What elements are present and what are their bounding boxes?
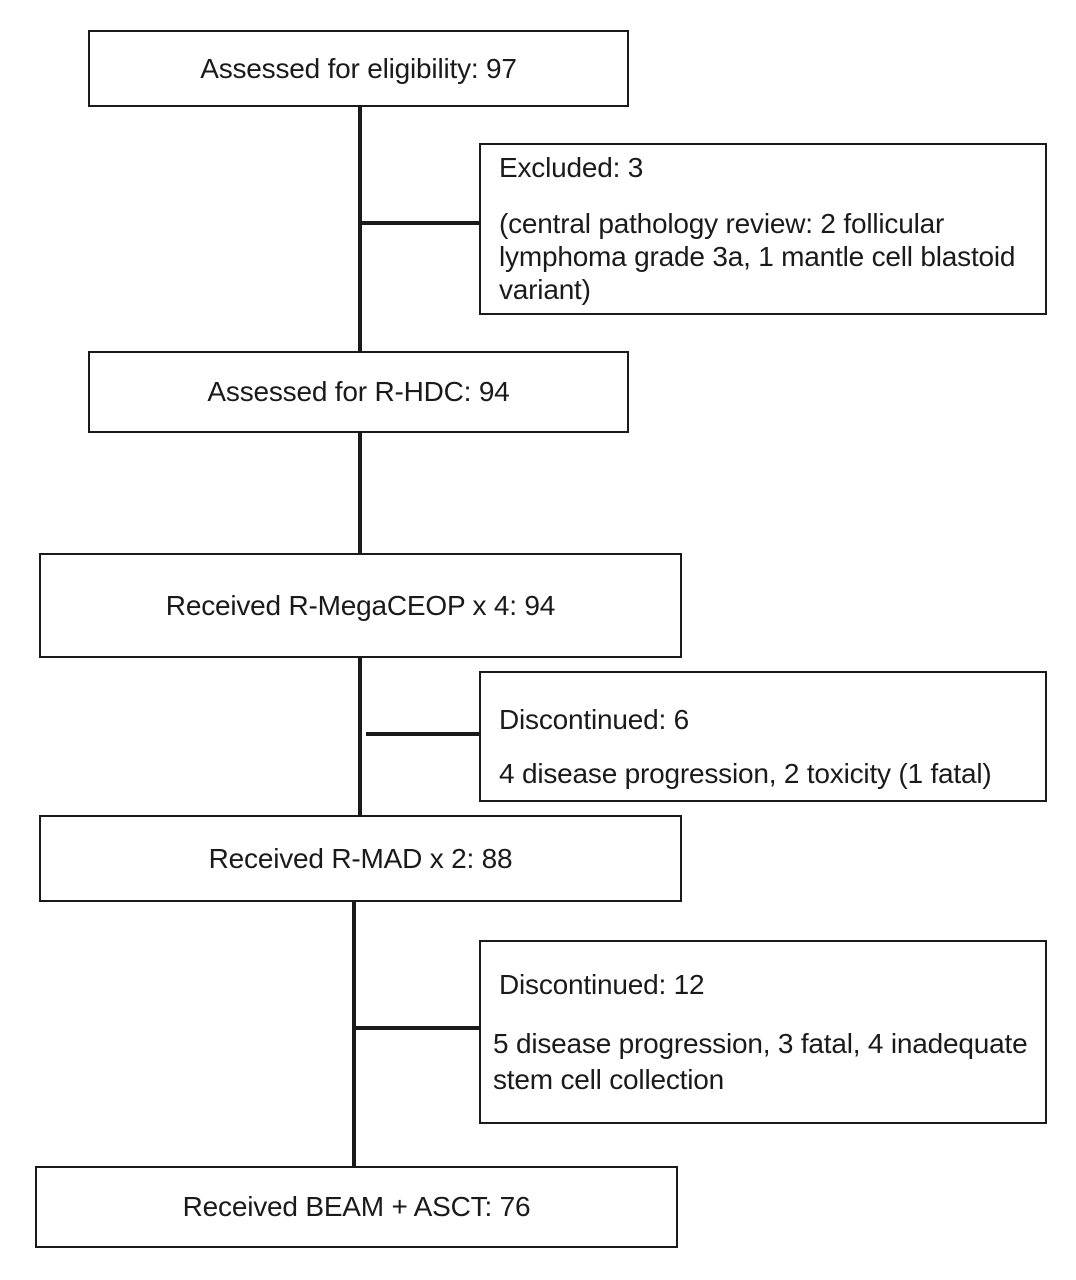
step-label: Received R-MAD x 2: 88 [208, 842, 513, 874]
step-label: Assessed for R-HDC: 94 [207, 376, 510, 407]
step-received-r-megaceop: Received R-MegaCEOP x 4: 94 [39, 553, 682, 658]
excluded-box: Excluded: 3 (central pathology review: 2… [479, 143, 1047, 315]
step-received-r-mad: Received R-MAD x 2: 88 [39, 815, 682, 902]
discontinued-detail: 5 disease progression, 3 fatal, 4 inadeq… [493, 1028, 1028, 1095]
discontinued-title: Discontinued: 12 [499, 969, 705, 1000]
connector-mad-to-beam [352, 901, 356, 1168]
connector-eligibility-to-hdc [358, 106, 362, 352]
connector-hdc-to-megaceop [358, 432, 362, 554]
connector-to-discontinued-6 [366, 732, 482, 736]
step-label: Received R-MegaCEOP x 4: 94 [165, 589, 556, 621]
discontinued-after-megaceop-box: Discontinued: 6 4 disease progression, 2… [479, 671, 1047, 802]
connector-to-discontinued-12 [352, 1026, 482, 1030]
discontinued-after-mad-box: Discontinued: 12 5 disease progression, … [479, 940, 1047, 1124]
excluded-title: Excluded: 3 [499, 152, 644, 183]
step-assessed-eligibility: Assessed for eligibility: 97 [88, 30, 629, 107]
connector-to-excluded [358, 221, 482, 225]
connector-megaceop-to-mad [358, 657, 362, 817]
step-label: Assessed for eligibility: 97 [200, 52, 517, 84]
discontinued-detail: 4 disease progression, 2 toxicity (1 fat… [499, 758, 992, 789]
discontinued-title: Discontinued: 6 [499, 704, 690, 735]
excluded-detail: (central pathology review: 2 follicular … [499, 208, 1016, 305]
step-label: Received BEAM + ASCT: 76 [182, 1191, 531, 1222]
step-received-beam-asct: Received BEAM + ASCT: 76 [35, 1166, 678, 1248]
step-assessed-r-hdc: Assessed for R-HDC: 94 [88, 351, 629, 433]
